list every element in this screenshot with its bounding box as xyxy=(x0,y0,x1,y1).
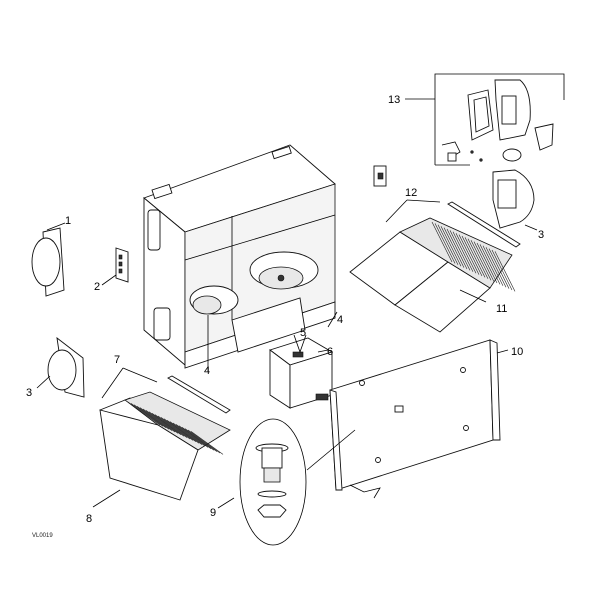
filter-12-and-core-11 xyxy=(349,199,521,333)
core-fin xyxy=(488,248,510,289)
callout-3-left: 3 xyxy=(26,387,32,399)
core-fin xyxy=(446,228,468,270)
drain-fitting-kit-9 xyxy=(217,418,356,546)
callout-10: 10 xyxy=(511,346,523,358)
callout-3-right: 3 xyxy=(538,229,544,241)
core-fin xyxy=(166,419,200,444)
core-fin xyxy=(431,221,453,263)
collar-3-left xyxy=(36,336,85,398)
core-fin xyxy=(145,410,179,434)
core-fin xyxy=(127,401,161,426)
core-fin xyxy=(181,426,215,451)
core-fin xyxy=(142,408,176,433)
collar-1 xyxy=(31,222,66,297)
core-fin xyxy=(473,241,495,282)
core-fin xyxy=(458,234,480,275)
callout-11: 11 xyxy=(496,303,507,315)
main-cabinet xyxy=(143,144,336,369)
core-fin xyxy=(175,424,209,448)
core-fin xyxy=(160,417,194,441)
collar-upper-right xyxy=(492,169,538,231)
core-fin xyxy=(169,421,203,445)
control-wall-plate-2 xyxy=(101,247,129,286)
core-fin xyxy=(187,429,221,454)
core-fin xyxy=(172,422,206,447)
core-fin xyxy=(136,405,170,430)
filter-7-and-core-8 xyxy=(92,367,231,508)
callout-4-right: 4 xyxy=(337,314,343,326)
core-fin xyxy=(443,227,465,268)
access-door-10 xyxy=(315,339,509,499)
core-fin xyxy=(455,233,477,274)
core-fin xyxy=(476,242,498,284)
callout-1: 1 xyxy=(65,215,71,227)
core-fin xyxy=(190,431,224,455)
callout-12: 12 xyxy=(405,187,417,199)
core-fin xyxy=(151,412,185,437)
core-fin xyxy=(148,411,182,436)
core-fin xyxy=(163,418,197,443)
core-fin xyxy=(485,247,507,288)
callout-4-left: 4 xyxy=(204,365,210,377)
core-fin xyxy=(154,414,188,438)
callout-6: 6 xyxy=(327,346,333,358)
core-fin xyxy=(139,407,173,431)
core-fin xyxy=(449,230,471,271)
core-fin xyxy=(461,235,483,277)
core-fin xyxy=(470,240,492,281)
callout-13: 13 xyxy=(388,94,400,106)
core-fin xyxy=(437,224,459,265)
core-fin xyxy=(157,415,191,440)
callout-8: 8 xyxy=(86,513,92,525)
core-fin xyxy=(133,404,167,429)
core-fin xyxy=(434,223,456,264)
core-fin xyxy=(184,428,218,452)
core-fin xyxy=(440,226,462,267)
callout-leaders xyxy=(207,311,338,372)
callout-5: 5 xyxy=(300,327,306,339)
callout-7: 7 xyxy=(114,354,120,366)
core-fin xyxy=(178,425,212,450)
part-13-assembly-box xyxy=(405,73,565,166)
core-8-fins xyxy=(127,401,224,455)
callout-9: 9 xyxy=(210,507,216,519)
core-fin xyxy=(467,238,489,279)
core-fin xyxy=(464,237,486,278)
core-fin xyxy=(479,244,501,285)
drawing-code: VL0019 xyxy=(32,533,53,539)
core-fin xyxy=(494,251,516,292)
core-fin xyxy=(130,403,164,427)
core-fin xyxy=(452,231,474,272)
core-fin xyxy=(482,245,504,286)
callout-2: 2 xyxy=(94,281,100,293)
wall-plate-small xyxy=(373,165,387,187)
core-fin xyxy=(491,249,513,291)
core-11-fins xyxy=(431,221,516,292)
